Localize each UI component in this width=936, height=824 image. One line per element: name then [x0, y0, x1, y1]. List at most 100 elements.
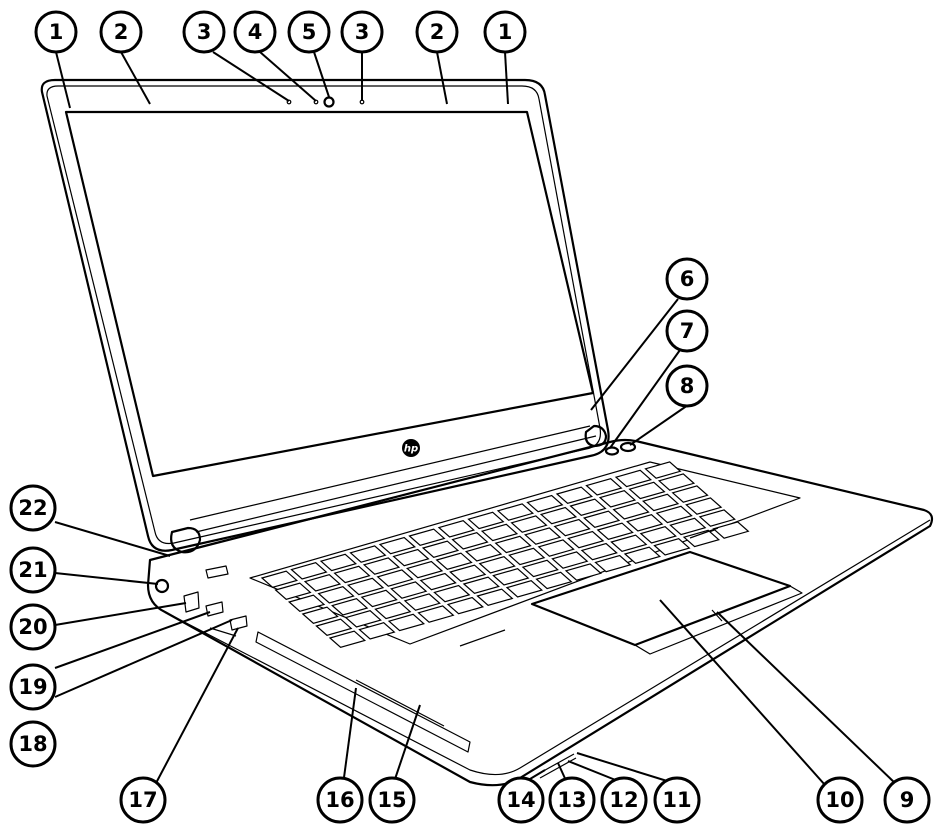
keyboard-key — [623, 546, 662, 565]
keyboard-key — [378, 536, 417, 555]
svg-text:1: 1 — [498, 20, 513, 44]
keyboard-key — [655, 505, 693, 524]
svg-text:9: 9 — [900, 788, 915, 812]
keyboard-key — [505, 580, 544, 598]
svg-text:3: 3 — [355, 20, 370, 44]
keyboard-key — [551, 551, 589, 569]
keyboard-key — [653, 538, 691, 556]
keyboard-key — [467, 511, 505, 530]
callout-9: 9 — [883, 776, 931, 824]
svg-text:16: 16 — [325, 788, 354, 812]
keyboard-key — [317, 586, 355, 604]
svg-text:21: 21 — [18, 558, 47, 582]
keyboard-key — [510, 515, 548, 533]
svg-text:12: 12 — [609, 788, 638, 812]
keyboard-key — [328, 630, 367, 649]
keyboard-key — [287, 594, 326, 613]
keyboard-key — [319, 553, 358, 572]
callout-5: 5 — [287, 10, 331, 54]
usb-port-2 — [229, 615, 248, 631]
keyboard — [260, 461, 750, 649]
keyboard-key — [596, 522, 634, 541]
keyboard-key — [598, 490, 637, 508]
keyboard-key — [464, 544, 503, 562]
keyboard-key — [274, 582, 312, 601]
keyboard-key — [360, 589, 398, 608]
keyboard-key — [612, 502, 650, 520]
keyboard-key — [446, 596, 485, 615]
svg-text:19: 19 — [18, 675, 47, 699]
keyboard-key — [669, 517, 707, 536]
keyboard-key — [331, 598, 369, 616]
keyboard-key — [537, 539, 575, 557]
callout-1-left: 1 — [34, 10, 78, 54]
keyboard-key — [585, 478, 623, 496]
keyboard-key — [290, 562, 328, 580]
keyboard-key — [610, 534, 648, 553]
keyboard-key — [580, 542, 618, 561]
callout-15: 15 — [368, 776, 416, 824]
keyboard-key — [712, 521, 750, 539]
keyboard-key — [362, 557, 401, 575]
keyboard-key — [496, 503, 535, 521]
usb-port-1 — [205, 601, 224, 617]
touchpad-buttons — [634, 585, 803, 655]
svg-text:10: 10 — [825, 788, 854, 812]
callout-2-left: 2 — [99, 10, 143, 54]
svg-text:7: 7 — [680, 319, 695, 343]
keyboard-key — [671, 485, 709, 503]
callout-1-right: 1 — [483, 10, 527, 54]
callout-6: 6 — [665, 257, 709, 301]
keyboard-key — [682, 529, 721, 548]
keyboard-key — [614, 469, 653, 488]
callout-7: 7 — [665, 309, 709, 353]
callout-4: 4 — [233, 10, 277, 54]
keyboard-key — [437, 520, 476, 538]
svg-text:hp: hp — [404, 444, 418, 455]
laptop-base — [146, 438, 934, 787]
svg-text:14: 14 — [506, 788, 535, 812]
callouts: 1 2 3 4 5 3 2 1 6 7 8 22 21 20 19 18 17 … — [9, 10, 931, 824]
keyboard-key — [301, 606, 339, 625]
keyboard-key — [521, 559, 559, 578]
keyboard-key — [594, 554, 632, 573]
keyboard-key — [405, 560, 444, 579]
keyboard-key — [564, 563, 603, 581]
leader-lines — [54, 51, 898, 786]
keyboard-key — [535, 571, 573, 590]
keyboard-key — [374, 601, 412, 620]
keyboard-key — [315, 618, 353, 637]
svg-text:6: 6 — [680, 267, 695, 291]
keyboard-key — [644, 461, 682, 479]
keyboard-key — [451, 532, 489, 550]
keyboard-key — [333, 565, 371, 584]
callout-3-right: 3 — [340, 10, 384, 54]
callout-12: 12 — [600, 776, 648, 824]
svg-text:13: 13 — [557, 788, 586, 812]
screen-panel — [64, 110, 595, 478]
keyboard-key — [435, 552, 473, 571]
svg-text:4: 4 — [248, 20, 263, 44]
keyboard-key — [433, 584, 471, 603]
keyboard-key — [494, 535, 532, 554]
svg-text:2: 2 — [114, 20, 129, 44]
callout-18: 18 — [9, 720, 57, 768]
svg-text:2: 2 — [430, 20, 445, 44]
keyboard-key — [539, 506, 578, 525]
power-light — [604, 446, 620, 456]
keyboard-key — [387, 613, 426, 632]
callout-17: 17 — [119, 776, 167, 824]
audio-jack — [154, 578, 170, 594]
keyboard-key — [358, 622, 396, 640]
callout-16: 16 — [316, 776, 364, 824]
svg-text:1: 1 — [49, 20, 64, 44]
keyboard-key — [567, 530, 605, 549]
keyboard-key — [462, 576, 500, 595]
keyboard-key — [582, 510, 621, 529]
keyboard-key — [476, 588, 514, 607]
power-button — [619, 441, 637, 453]
keyboard-key — [403, 593, 441, 611]
keyboard-key — [569, 498, 607, 517]
svg-text:20: 20 — [18, 615, 47, 639]
